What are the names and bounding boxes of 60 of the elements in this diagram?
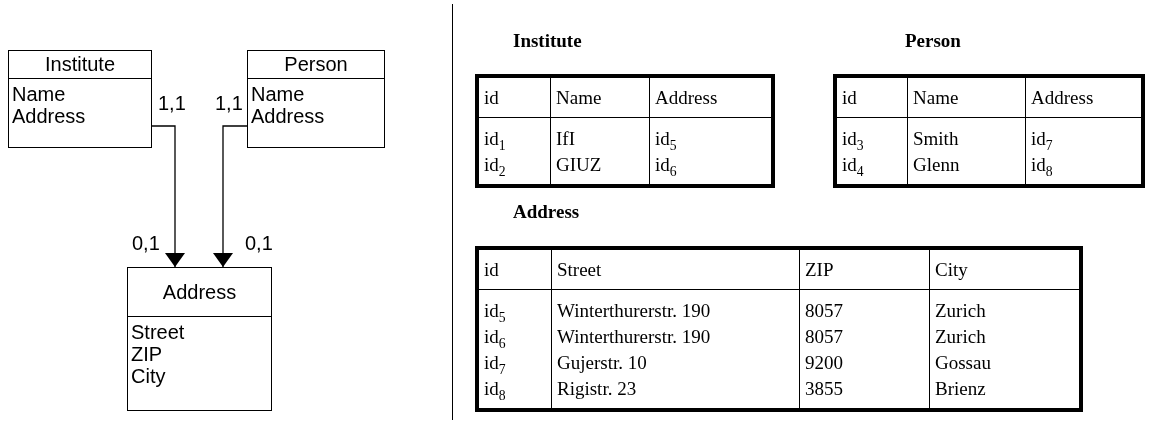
table-cell: IfI <box>550 118 649 152</box>
table-cell: id$_{7}$ <box>1025 118 1141 152</box>
table-cell: GIUZ <box>550 152 649 184</box>
table-cell-text: id$_{5}$ <box>483 299 507 324</box>
table-cell-text: id$_{8}$ <box>483 377 507 405</box>
column-header: ZIP <box>799 250 929 290</box>
attribute: Address <box>12 105 86 127</box>
table-cell: id$_{5}$ <box>649 118 771 152</box>
attribute: Address <box>251 105 325 127</box>
cardinality-label: 1,1 <box>215 92 243 115</box>
attribute: Name <box>12 83 66 105</box>
table-cell: id$_{6}$ <box>649 152 771 184</box>
table-cell-text: id$_{3}$ <box>841 127 865 152</box>
class-name: Institute <box>9 51 151 79</box>
attribute: Street <box>131 321 185 343</box>
table-cell-text: id$_{2}$ <box>483 153 507 181</box>
table-cell-text: id$_{6}$ <box>483 325 507 350</box>
table-cell-text: id$_{4}$ <box>841 153 865 181</box>
table-title: Address <box>513 201 580 223</box>
table-cell: Winterthurerstr. 190 <box>551 324 799 350</box>
table-cell: Zurich <box>929 324 1079 350</box>
table-cell: 8057 <box>799 290 929 324</box>
class-box <box>247 50 385 148</box>
attribute: Name <box>251 83 305 105</box>
table-cell: Glenn <box>907 152 1025 184</box>
class-box <box>127 267 272 411</box>
column-header: City <box>929 250 1079 290</box>
column-header: id <box>479 250 551 290</box>
table-cell: 3855 <box>799 376 929 408</box>
table-cell: 8057 <box>799 324 929 350</box>
column-header: id <box>479 78 550 118</box>
arrow <box>213 125 248 268</box>
attribute: City <box>131 365 166 387</box>
column-header: Name <box>550 78 649 118</box>
table-cell: Brienz <box>929 376 1079 408</box>
table-cell: Zurich <box>929 290 1079 324</box>
column-header: id <box>837 78 907 118</box>
table-cell: Winterthurerstr. 190 <box>551 290 799 324</box>
arrow <box>151 125 185 268</box>
table-cell-text: id$_{7}$ <box>483 351 507 376</box>
column-header: Street <box>551 250 799 290</box>
class-name: Person <box>248 51 384 79</box>
cardinality-label: 0,1 <box>132 232 160 255</box>
column-header: Address <box>1025 78 1141 118</box>
table-cell: Gujerstr. 10 <box>551 350 799 376</box>
table-cell: Gossau <box>929 350 1079 376</box>
table-cell: Rigistr. 23 <box>551 376 799 408</box>
table-cell-text: id$_{1}$ <box>483 127 507 152</box>
class-name: Address <box>128 268 271 317</box>
column-header: Name <box>907 78 1025 118</box>
attribute: ZIP <box>131 343 163 365</box>
table-cell: 9200 <box>799 350 929 376</box>
class-box <box>8 50 152 148</box>
table-title: Institute <box>513 30 582 52</box>
table-cell: Smith <box>907 118 1025 152</box>
table-cell: id$_{8}$ <box>1025 152 1141 184</box>
cardinality-label: 1,1 <box>158 92 186 115</box>
table-title: Person <box>905 30 961 52</box>
cardinality-label: 0,1 <box>245 232 273 255</box>
column-header: Address <box>649 78 771 118</box>
